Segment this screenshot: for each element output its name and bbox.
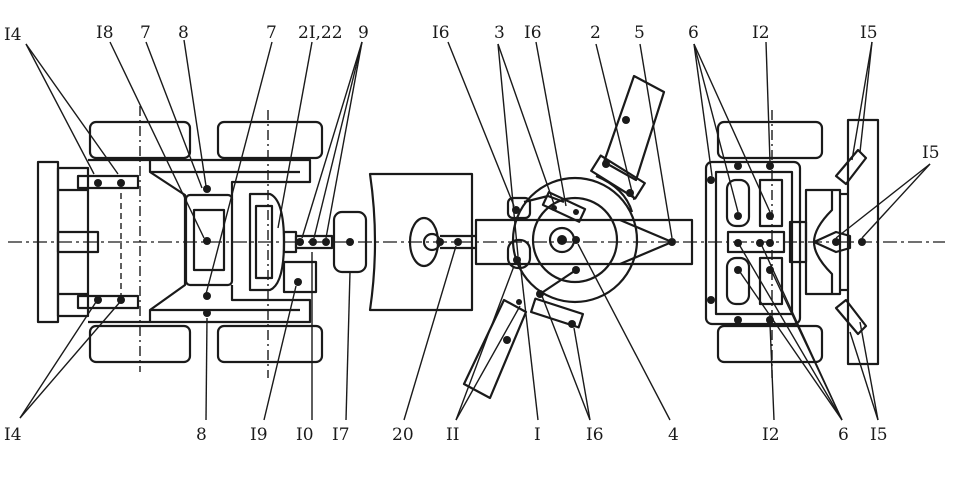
- label-11: II: [446, 425, 459, 445]
- label-4: 4: [668, 425, 679, 445]
- label-3: 3: [494, 23, 505, 43]
- label-6-top: 6: [688, 23, 699, 43]
- label-7-right: 7: [266, 23, 277, 43]
- label-16-b: I6: [524, 23, 542, 43]
- label-19: I9: [250, 425, 268, 445]
- label-20: 20: [392, 425, 414, 445]
- label-10: I0: [296, 425, 314, 445]
- label-17: I7: [332, 425, 350, 445]
- label-18: I8: [96, 23, 114, 43]
- label-1: I: [534, 425, 541, 445]
- label-14-bottom: I4: [4, 425, 22, 445]
- label-2: 2: [590, 23, 601, 43]
- label-21-22: 2I,22: [298, 23, 343, 43]
- label-12-top: I2: [752, 23, 770, 43]
- label-8-top: 8: [178, 23, 189, 43]
- label-16-a: I6: [432, 23, 450, 43]
- tractor-unit: [36, 106, 368, 378]
- label-5: 5: [634, 23, 645, 43]
- label-16-c: I6: [586, 425, 604, 445]
- label-6-bottom: 6: [838, 425, 849, 445]
- cutter-mechanism: [368, 74, 694, 400]
- label-15-top: I5: [860, 23, 878, 43]
- label-15-right: I5: [922, 143, 940, 163]
- label-7-left: 7: [140, 23, 151, 43]
- callout-labels: I4 I8 7 8 7 2I,22 9 I6 3 I6 2 5 6 I2 I5 …: [4, 23, 940, 445]
- label-12-bottom: I2: [762, 425, 780, 445]
- label-9: 9: [358, 23, 369, 43]
- label-15-bottom: I5: [870, 425, 888, 445]
- label-8-bottom: 8: [196, 425, 207, 445]
- label-14-top: I4: [4, 25, 22, 45]
- leader-lines: [19, 39, 931, 421]
